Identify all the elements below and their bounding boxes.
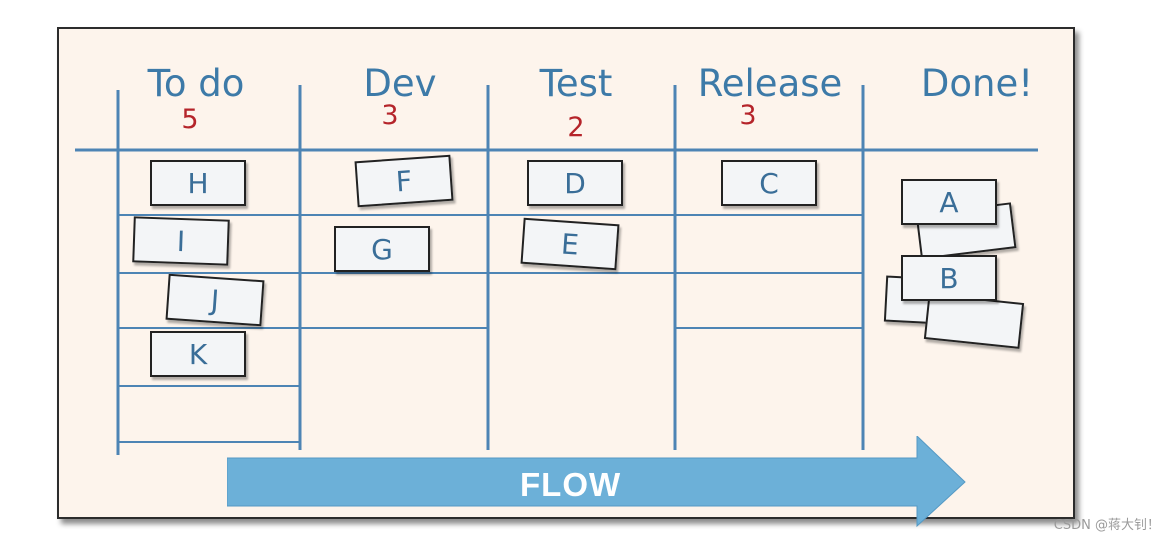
- flow-arrow: [227, 436, 966, 528]
- column-title-test: Test: [539, 62, 613, 105]
- flow-label: FLOW: [520, 466, 622, 503]
- wip-limit-dev: 3: [381, 100, 399, 131]
- card-c[interactable]: C: [721, 160, 817, 206]
- card-g[interactable]: G: [334, 226, 430, 272]
- column-title-dev: Dev: [363, 62, 437, 105]
- column-title-done: Done!: [920, 62, 1034, 105]
- column-title-todo: To do: [147, 62, 245, 105]
- card-b[interactable]: B: [901, 255, 997, 301]
- card-d[interactable]: D: [527, 160, 623, 206]
- wip-limit-release: 3: [739, 100, 757, 131]
- done-pile-card: [923, 293, 1025, 349]
- card-e[interactable]: E: [520, 217, 620, 271]
- card-a[interactable]: A: [901, 179, 997, 225]
- column-title-release: Release: [697, 62, 843, 105]
- wip-limit-todo: 5: [181, 104, 199, 135]
- card-i[interactable]: I: [132, 216, 230, 266]
- watermark: CSDN @蒋大钊！: [1053, 518, 1160, 533]
- card-j[interactable]: J: [165, 273, 265, 327]
- card-k[interactable]: K: [150, 331, 246, 377]
- card-h[interactable]: H: [150, 160, 246, 206]
- wip-limit-test: 2: [567, 112, 585, 143]
- card-f[interactable]: F: [354, 154, 454, 208]
